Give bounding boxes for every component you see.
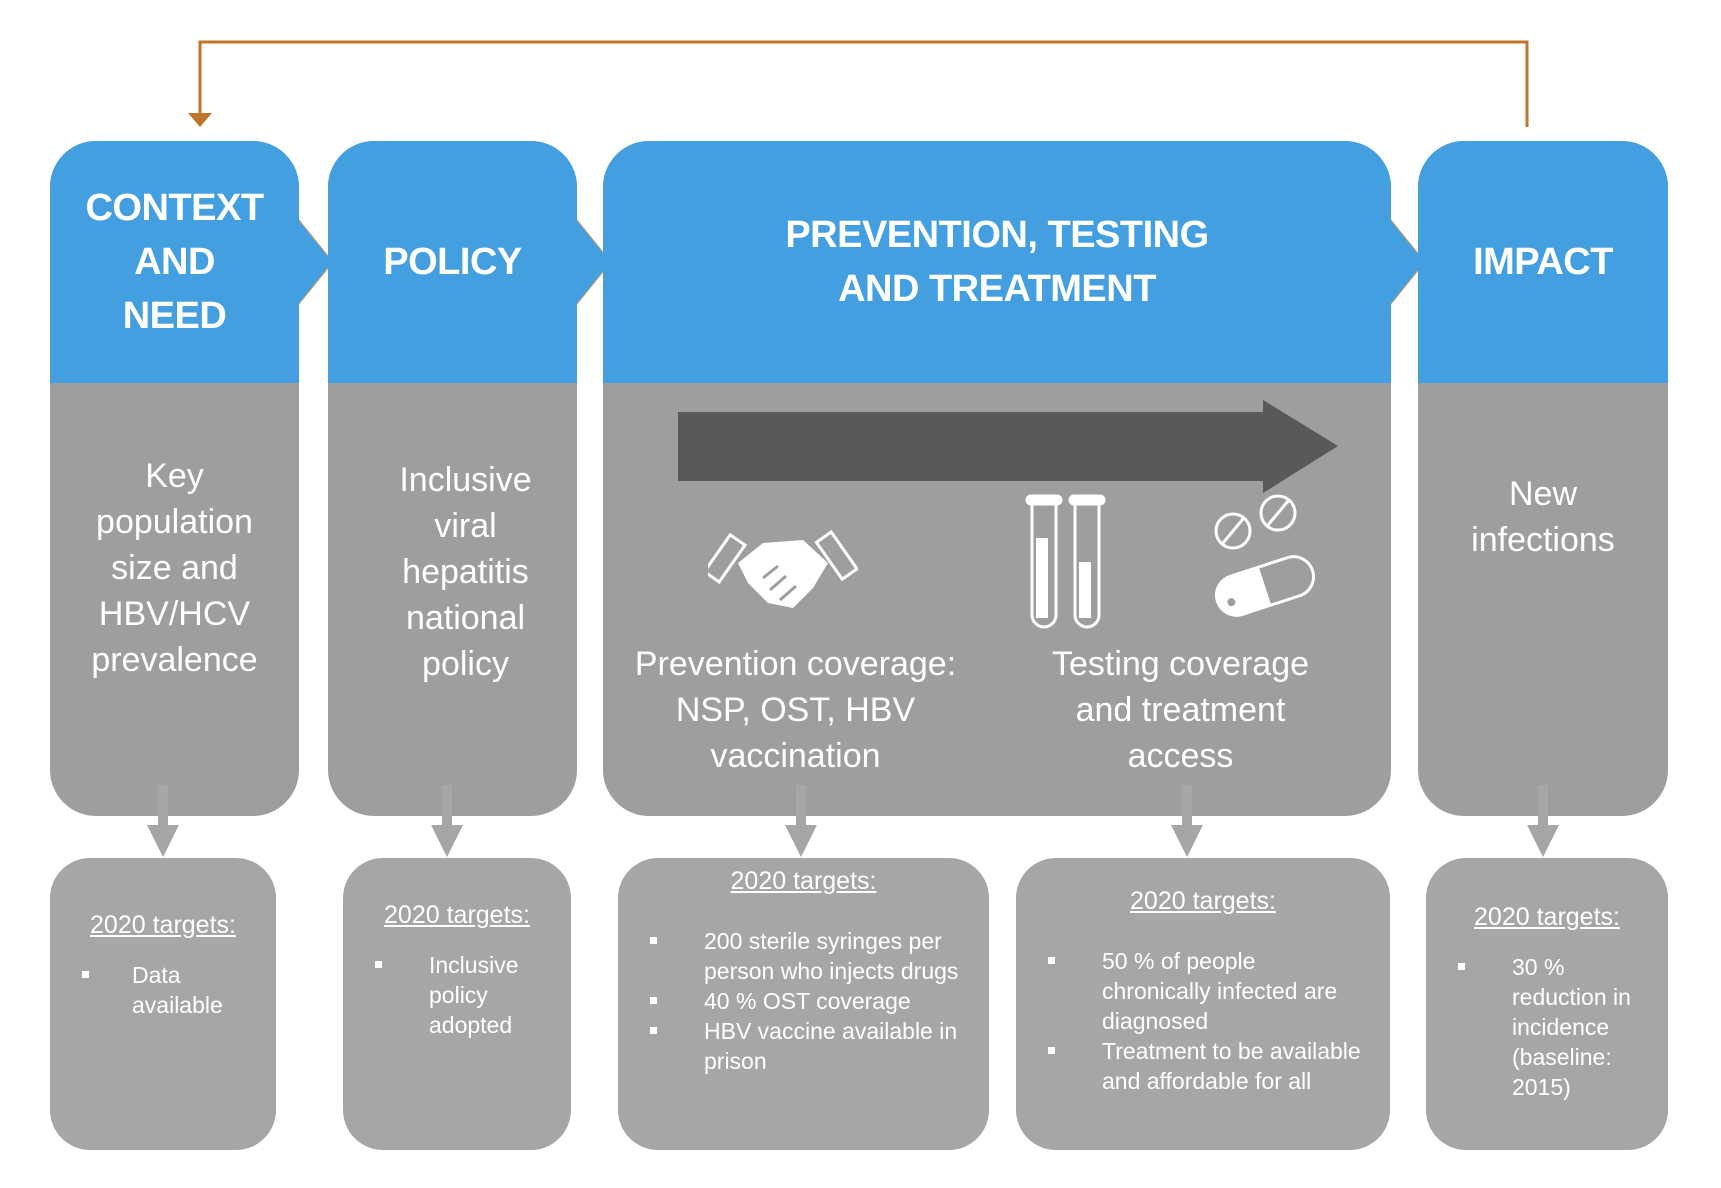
- body-line: and treatment: [1075, 691, 1286, 729]
- column-header: IMPACT: [1418, 141, 1668, 383]
- targets-box-testing: 2020 targets: 50 % of people chronically…: [1016, 858, 1390, 1150]
- body-line: policy: [422, 645, 509, 683]
- column-body: New infections: [1418, 383, 1668, 816]
- target-item: HBV vaccine available in prison: [618, 1016, 969, 1076]
- chevron-connector-3: [1387, 215, 1426, 310]
- down-arrow: [1527, 785, 1559, 857]
- body-line: size and: [111, 549, 238, 587]
- targets-title: 2020 targets:: [730, 867, 877, 895]
- test-tubes-icon: [1025, 494, 1106, 629]
- column-body: Key population size and HBV/HCV prevalen…: [50, 383, 299, 816]
- target-item: 40 % OST coverage: [618, 986, 969, 1016]
- targets-title: 2020 targets:: [1474, 903, 1620, 931]
- body-line: access: [1127, 737, 1234, 775]
- targets-box-impact: 2020 targets: 30 % reduction in incidenc…: [1426, 858, 1668, 1150]
- testing-coverage-text: Testing coverage and treatment access: [988, 641, 1373, 779]
- column-impact: IMPACT New infections: [1418, 141, 1668, 816]
- body-line: national: [405, 599, 526, 637]
- down-arrow: [147, 785, 179, 857]
- targets-box-policy: 2020 targets: Inclusive policy adopted: [343, 858, 571, 1150]
- targets-box-prevention: 2020 targets: 200 sterile syringes per p…: [618, 858, 989, 1150]
- column-context-and-need: CONTEXT AND NEED Key population size and…: [50, 141, 299, 816]
- targets-title: 2020 targets:: [384, 901, 530, 929]
- body-line: hepatitis: [402, 553, 529, 591]
- targets-title: 2020 targets:: [1130, 887, 1276, 915]
- body-line: Inclusive: [399, 461, 532, 499]
- body-line: Key: [145, 457, 204, 495]
- column-body: Prevention coverage: NSP, OST, HBV vacci…: [603, 383, 1391, 816]
- body-line: infections: [1471, 521, 1615, 559]
- column-policy: POLICY Inclusive viral hepatitis nationa…: [328, 141, 577, 816]
- chevron-connector-1: [295, 215, 334, 310]
- body-line: New: [1508, 475, 1578, 513]
- target-item: Data available: [50, 960, 236, 1020]
- body-line: viral: [434, 507, 497, 545]
- feedback-loop-arrow: [188, 40, 1529, 127]
- target-item: 50 % of people chronically infected are …: [1016, 946, 1370, 1036]
- targets-box-context: 2020 targets: Data available: [50, 858, 276, 1150]
- column-header: PREVENTION, TESTING AND TREATMENT: [603, 141, 1391, 383]
- prevention-coverage-text: Prevention coverage: NSP, OST, HBV vacci…: [603, 641, 988, 779]
- body-line: Testing coverage: [1051, 645, 1310, 683]
- column-header: CONTEXT AND NEED: [50, 141, 299, 383]
- column-title: IMPACT: [1473, 241, 1613, 283]
- body-line: NSP, OST, HBV: [675, 691, 916, 729]
- down-arrow: [431, 785, 463, 857]
- target-item: 200 sterile syringes per person who inje…: [618, 926, 969, 986]
- body-line: prevalence: [91, 641, 258, 679]
- body-line: HBV/HCV: [98, 595, 251, 633]
- targets-title: 2020 targets:: [90, 911, 236, 939]
- target-item: Inclusive policy adopted: [343, 950, 531, 1040]
- column-title: PREVENTION, TESTING AND TREATMENT: [785, 214, 1209, 310]
- column-header: POLICY: [328, 141, 577, 383]
- down-arrow: [1171, 785, 1203, 857]
- handshake-icon: [708, 529, 858, 608]
- target-item: Treatment to be available and affordable…: [1016, 1036, 1370, 1096]
- column-body: Inclusive viral hepatitis national polic…: [328, 383, 577, 816]
- column-title: POLICY: [383, 241, 522, 283]
- flow-arrow: [678, 400, 1338, 493]
- pills-icon: [1214, 494, 1316, 617]
- body-line: vaccination: [710, 737, 881, 775]
- chevron-connector-2: [573, 215, 612, 310]
- column-prevention-testing-treatment: PREVENTION, TESTING AND TREATMENT Preven…: [603, 141, 1391, 816]
- body-line: population: [96, 503, 253, 541]
- column-title: CONTEXT AND NEED: [85, 187, 264, 337]
- target-item: 30 % reduction in incidence (baseline: 2…: [1426, 952, 1654, 1102]
- body-line: Prevention coverage:: [634, 645, 957, 683]
- down-arrow: [785, 785, 817, 857]
